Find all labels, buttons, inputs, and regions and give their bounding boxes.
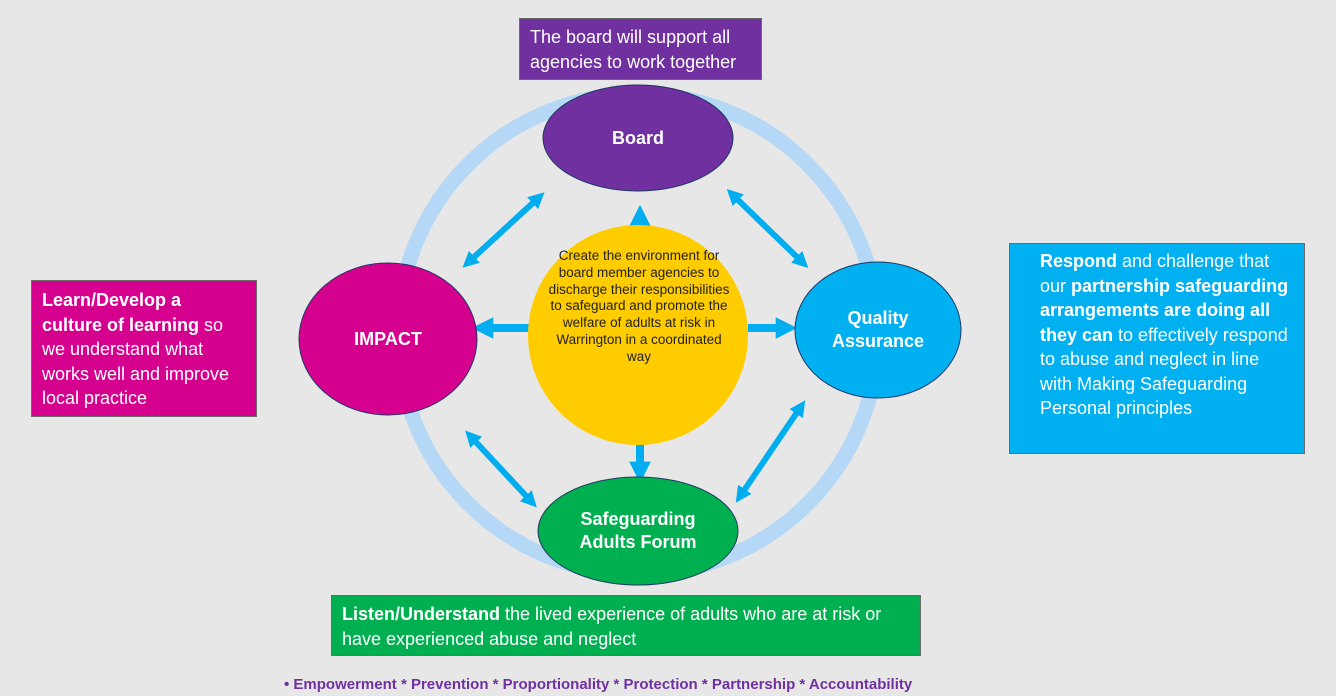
quality-node-label: Quality Assurance [831,308,925,351]
arrow-board-impact [462,192,545,268]
bottom-box-text: the lived experience of adults who are a… [342,604,882,649]
principle-accountability: * Accountability [799,676,913,693]
right-box-bold-1: Respond [1040,251,1118,271]
right-box: Respond and challenge that our partnersh… [1009,243,1305,454]
principle-proportionality: * Proportionality [492,676,610,693]
bottom-box-bold: Listen/Understand [342,604,501,624]
principle-protection: * Protection [613,676,698,693]
principles-list: • Empowerment * Prevention * Proportiona… [284,676,1044,693]
right-box-bold-2: partnership safeguarding arrangements ar… [1040,275,1289,345]
right-box-text-1: and challenge that our [1040,251,1270,296]
top-box: The board will support all agencies to w… [519,18,762,80]
forum-node-label: Safeguarding Adults Forum [579,509,697,552]
center-statement: Create the environment for board member … [548,248,730,364]
bottom-box: Listen/Understand the lived experience o… [331,595,921,656]
principle-prevention: * Prevention [400,676,489,693]
left-box-text: so we understand what works well and imp… [42,314,230,409]
impact-node-shape [298,262,478,416]
principle-empowerment: • Empowerment [284,676,397,693]
center-node-shape [528,225,748,445]
forum-node-shape [537,476,739,586]
board-node-shape [542,84,734,192]
board-node-label: Board [611,127,664,148]
top-box-text: The board will support all agencies to w… [530,27,737,72]
arrow-quality-forum [735,400,806,503]
impact-node-label: IMPACT [354,328,422,349]
arrow-board-quality [726,188,809,269]
left-box-bold: Learn/Develop a culture of learning [42,290,200,335]
right-box-text-2: to effectively respond to abuse and negl… [1040,324,1288,419]
quality-node-shape [794,261,962,399]
principle-partnership: * Partnership [701,676,796,693]
arrow-impact-forum [465,430,537,508]
left-box: Learn/Develop a culture of learning so w… [31,280,257,417]
